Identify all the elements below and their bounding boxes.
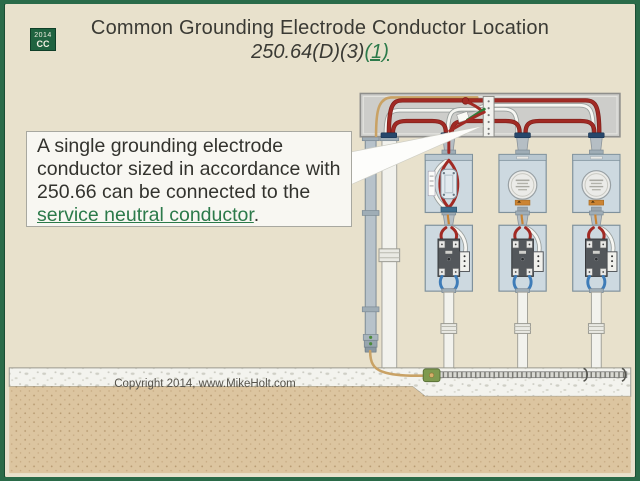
code-reference: 250.64(D)(3)(1) [4,41,636,64]
earth-ground [9,386,631,474]
wireway [359,92,621,139]
badge-year: 2014 [34,32,52,39]
gec-in-wireway [374,96,479,138]
ground-clamp [422,368,441,383]
page-title: Common Grounding Electrode Conductor Loc… [90,17,550,39]
year-cc-badge: 2014 CC [30,28,56,51]
red-wire-over-beam [448,110,486,133]
grounding-electrode-conductor-wire [368,349,427,377]
code-ref-text: 250.64(D)(3) [251,41,365,63]
meter-label-strip [427,170,436,197]
badge-code: CC [36,39,50,49]
code-ref-link[interactable]: (1) [364,41,389,63]
callout-text: A single grounding electrode conductor s… [37,135,341,203]
callout-box: A single grounding electrode conductor s… [26,131,352,227]
copyright-notice: Copyright 2014, www.MikeHolt.com [114,378,296,390]
rebar-tie-wire [621,367,627,382]
meter-1-open [424,137,474,214]
rebar-tie-wire [583,367,589,382]
service-neutral-conductor-link[interactable]: service neutral conductor [37,204,254,226]
neutral-terminal-bar [482,95,495,138]
diagram-canvas [5,4,635,477]
callout-suffix: . [253,204,260,226]
